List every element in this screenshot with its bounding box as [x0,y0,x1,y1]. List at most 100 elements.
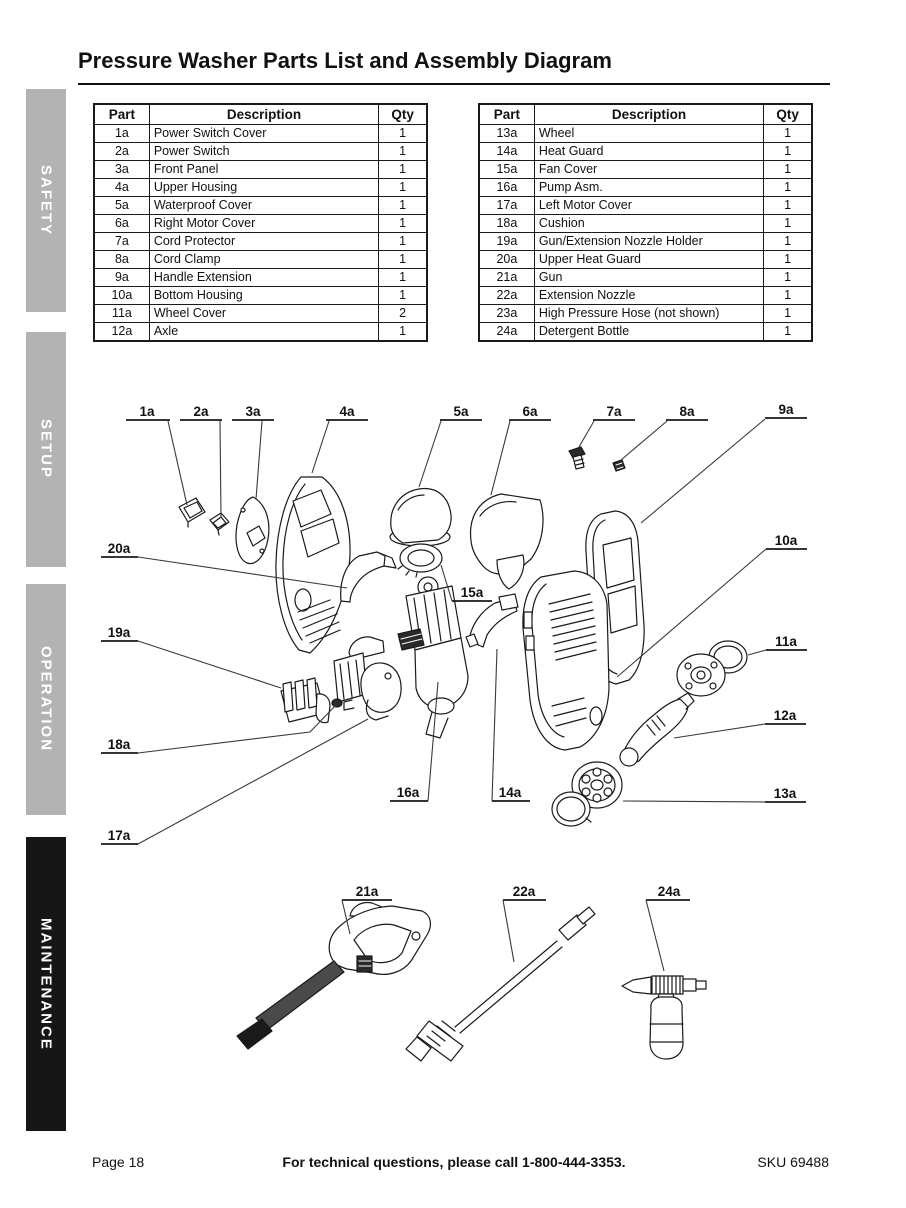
part-upper-housing-drawing [275,476,351,654]
table-cell: 24a [478,322,535,342]
title-rule [78,83,830,85]
part-label-21a: 21a [356,884,379,899]
table-cell: Detergent Bottle [533,322,765,342]
table-cell: 1 [763,322,813,342]
part-label-16a: 16a [397,785,420,800]
part-cushion-drawing [331,698,343,708]
part-label-6a: 6a [522,404,538,419]
table-cell: 18a [478,214,535,233]
table-cell: Cushion [533,214,765,233]
leader-lines [137,418,767,972]
sidebar-tab-label: SAFETY [37,164,55,237]
table-cell: 15a [478,160,535,179]
part-label-18a: 18a [108,737,131,752]
table-header-row: Part Description Qty [93,103,428,125]
part-labels: 1a 2a 3a 4a 5a 6a 7a 8a 9a 10a 11a 12a 1… [108,402,798,899]
sidebar-tab-operation: OPERATION [26,584,66,815]
footer-sku: SKU 69488 [757,1154,829,1170]
part-bottom-housing-drawing [522,570,610,751]
part-cord-clamp-drawing [612,459,626,472]
part-label-19a: 19a [108,625,131,640]
label-underlines [101,417,807,901]
table-cell: 1 [378,178,428,197]
part-label-17a: 17a [108,828,131,843]
table-cell: 23a [478,304,535,323]
table-cell: 1 [763,304,813,323]
table-cell: 12a [93,322,150,342]
footer-support-text: For technical questions, please call 1-8… [282,1154,626,1170]
part-label-22a: 22a [513,884,536,899]
part-upper-heat-guard-drawing [340,551,397,603]
part-label-14a: 14a [499,785,522,800]
page-title: Pressure Washer Parts List and Assembly … [78,48,612,73]
part-label-13a: 13a [774,786,797,801]
footer-page-number: Page 18 [92,1154,145,1170]
table-cell: 14a [478,142,535,161]
part-label-7a: 7a [606,404,622,419]
part-gun-drawing [236,901,432,1050]
part-label-8a: 8a [679,404,695,419]
table-cell: Cord Protector [148,232,380,251]
part-axle-drawing [619,692,695,767]
table-cell: 13a [478,124,535,143]
table-cell: 2 [378,304,428,323]
part-power-switch-drawing [209,512,230,536]
table-cell: 16a [478,178,535,197]
part-label-10a: 10a [775,533,798,548]
part-label-1a: 1a [139,404,155,419]
part-extension-nozzle-drawing [405,906,596,1062]
part-waterproof-cover-drawing [389,487,452,547]
part-nozzle-holder-drawing [280,677,331,724]
part-label-12a: 12a [774,708,797,723]
part-cord-protector-drawing [568,446,586,470]
sidebar-tab-setup: SETUP [26,332,66,567]
sidebar-tab-safety: SAFETY [26,89,66,312]
part-label-9a: 9a [778,402,794,417]
part-label-20a: 20a [108,541,131,556]
table-cell: 20a [478,250,535,269]
table-cell: Axle [148,322,380,342]
part-pump-asm-drawing [397,576,469,739]
part-power-switch-cover-drawing [178,497,206,528]
part-label-15a: 15a [461,585,484,600]
table-cell: Right Motor Cover [148,214,380,233]
part-label-11a: 11a [775,634,797,649]
col-header-description: Description [148,103,380,125]
part-fan-cover-drawing [397,543,443,578]
part-label-5a: 5a [453,404,469,419]
table-cell: High Pressure Hose (not shown) [533,304,765,323]
sidebar-tab-maintenance: MAINTENANCE [26,837,66,1131]
part-detergent-bottle-drawing [621,975,707,1060]
table-cell: Wheel Cover [148,304,380,323]
part-right-motor-cover-drawing [469,493,544,590]
part-wheel-cover-drawing [676,640,748,697]
part-heat-guard-drawing [465,593,519,648]
part-left-motor-cover-drawing [333,636,402,721]
part-wheel-drawing [551,761,623,827]
part-front-panel-drawing [235,496,270,565]
table-cell: 1 [378,322,428,342]
part-label-3a: 3a [245,404,261,419]
part-label-24a: 24a [658,884,681,899]
part-label-4a: 4a [339,404,355,419]
